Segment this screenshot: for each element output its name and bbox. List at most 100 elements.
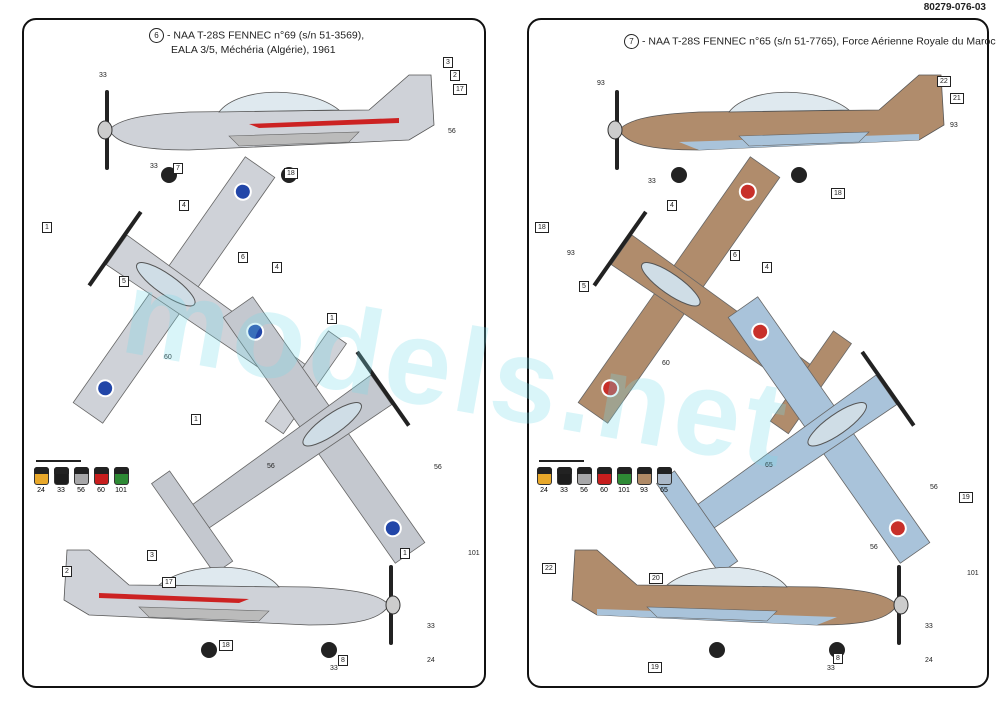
callout-label: 65 xyxy=(765,462,773,469)
callout-label: 3 xyxy=(443,57,453,68)
wing xyxy=(738,131,870,147)
title-line-1: - NAA T-28S FENNEC n°65 (s/n 51-7765), F… xyxy=(642,35,996,48)
side-view-aircraft xyxy=(97,74,435,183)
roundel xyxy=(383,519,402,538)
scheme-title: 6- NAA T-28S FENNEC n°69 (s/n 51-3569), … xyxy=(149,28,364,57)
paint-jar-icon xyxy=(576,467,592,485)
paint-code: 60 xyxy=(600,487,608,494)
callout-label: 4 xyxy=(762,262,772,273)
roundel xyxy=(233,182,252,201)
roundel xyxy=(888,519,907,538)
paint-pot: 24 xyxy=(33,467,49,494)
callout-label: 56 xyxy=(870,544,878,551)
callout-label: 1 xyxy=(327,313,337,324)
fuselage xyxy=(571,549,898,626)
scheme-panel-left: 6- NAA T-28S FENNEC n°69 (s/n 51-3569), … xyxy=(22,18,486,688)
callout-label: 19 xyxy=(648,662,662,673)
roundel xyxy=(246,322,265,341)
paint-jar-icon xyxy=(93,467,109,485)
callout-label: 33 xyxy=(427,623,435,630)
callout-label: 18 xyxy=(535,222,549,233)
brush-icon xyxy=(539,460,584,462)
spinner xyxy=(607,120,623,140)
callout-label: 19 xyxy=(959,492,973,503)
callout-label: 6 xyxy=(730,250,740,261)
callout-label: 56 xyxy=(267,463,275,470)
canopy xyxy=(302,402,362,447)
paint-pot: 60 xyxy=(93,467,109,494)
callout-label: 21 xyxy=(950,93,964,104)
roundel xyxy=(96,379,115,398)
callout-label: 24 xyxy=(925,657,933,664)
paint-code: 24 xyxy=(540,487,548,494)
scheme-marker: 6 xyxy=(149,28,164,43)
callout-label: 22 xyxy=(542,563,556,574)
fuselage xyxy=(108,74,435,151)
callout-label: 2 xyxy=(62,566,72,577)
callout-label: 17 xyxy=(162,577,176,588)
top-view-aircraft xyxy=(151,296,426,575)
callout-label: 4 xyxy=(272,262,282,273)
nose-wheel xyxy=(321,642,337,658)
fuselage xyxy=(63,549,390,626)
callout-label: 56 xyxy=(448,128,456,135)
callout-label: 93 xyxy=(597,80,605,87)
callout-label: 6 xyxy=(238,252,248,263)
side-view-aircraft xyxy=(571,549,909,658)
propeller xyxy=(355,350,411,427)
scheme-panel-right: 7- NAA T-28S FENNEC n°65 (s/n 51-7765), … xyxy=(527,18,996,688)
callout-label: 93 xyxy=(567,250,575,257)
callout-label: 4 xyxy=(179,200,189,211)
callout-label: 33 xyxy=(99,72,107,79)
brush-icon xyxy=(36,460,81,462)
canopy xyxy=(218,91,341,113)
callout-label: 56 xyxy=(434,464,442,471)
callout-label: 2 xyxy=(450,70,460,81)
paint-jar-icon xyxy=(556,467,572,485)
paint-code: 56 xyxy=(77,487,85,494)
roundel xyxy=(601,379,620,398)
side-view-aircraft xyxy=(63,549,401,658)
propeller xyxy=(860,350,916,427)
paint-pot: 93 xyxy=(636,467,652,494)
paint-jar-icon xyxy=(73,467,89,485)
paint-pot: 24 xyxy=(536,467,552,494)
callout-label: 7 xyxy=(173,163,183,174)
side-view-aircraft xyxy=(607,74,945,183)
fuselage-stripe xyxy=(99,593,249,603)
canopy xyxy=(728,91,851,113)
propeller xyxy=(592,210,648,287)
title-line-1: - NAA T-28S FENNEC n°69 (s/n 51-3569), xyxy=(167,29,365,42)
callout-label: 33 xyxy=(925,623,933,630)
callout-label: 1 xyxy=(191,414,201,425)
nose-wheel xyxy=(671,167,687,183)
fuselage-stripe xyxy=(249,118,399,128)
paint-code: 60 xyxy=(97,487,105,494)
paint-pot: 65 xyxy=(656,467,672,494)
canopy xyxy=(157,566,280,588)
callout-label: 8 xyxy=(833,653,843,664)
roundel xyxy=(738,182,757,201)
wing xyxy=(228,131,360,147)
paint-jar-icon xyxy=(33,467,49,485)
main-wheel xyxy=(709,642,725,658)
paint-jar-icon xyxy=(53,467,69,485)
paint-code: 93 xyxy=(640,487,648,494)
spinner xyxy=(385,595,401,615)
paint-pot: 60 xyxy=(596,467,612,494)
roundel xyxy=(751,322,770,341)
main-wheel xyxy=(201,642,217,658)
paint-jar-icon xyxy=(656,467,672,485)
wing xyxy=(138,606,270,622)
canopy xyxy=(665,566,788,588)
callout-label: 56 xyxy=(930,484,938,491)
callout-label: 4 xyxy=(667,200,677,211)
scheme-marker: 7 xyxy=(624,34,639,49)
paint-jar-icon xyxy=(636,467,652,485)
paint-jar-icon xyxy=(596,467,612,485)
callout-label: 24 xyxy=(427,657,435,664)
aircraft-illustrations xyxy=(63,74,435,658)
callout-label: 18 xyxy=(831,188,845,199)
callout-label: 101 xyxy=(967,570,979,577)
